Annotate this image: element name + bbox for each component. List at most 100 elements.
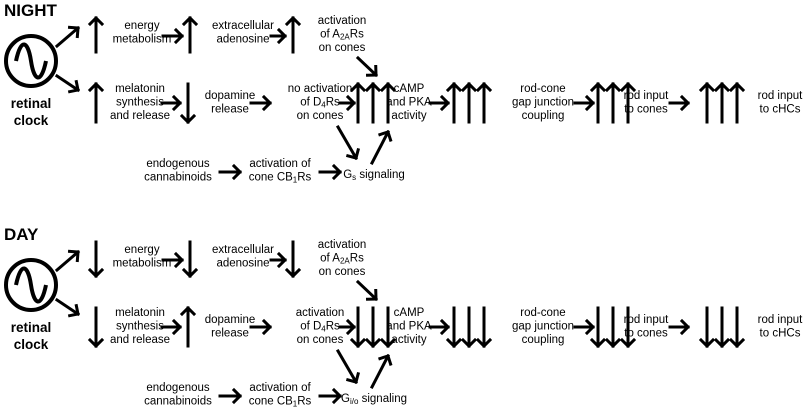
cb1-activation-label-line-1: activation of: [249, 382, 311, 394]
dopamine-release-label-line-2: release: [211, 104, 249, 116]
rod-cone-coupling-label-line-2: gap junction: [512, 321, 574, 333]
rod-chcs-change-arrows-2: [713, 81, 731, 124]
a2a-activation-label-line-2: of A2ARs: [320, 253, 364, 266]
camp-change-arrows: [349, 306, 397, 349]
energy-metabolism-label-line-1: energy: [124, 20, 159, 32]
a2a-change-arrow: [284, 15, 302, 54]
camp-change-arrows-1: [349, 306, 367, 349]
d4-to-camp-arrow: [338, 318, 357, 336]
camp-change-arrows-1: [349, 81, 367, 124]
night-clock-label-1: retinal: [11, 96, 52, 111]
a2a-activation-label-line-3: on cones: [319, 42, 366, 54]
a2a-change-arrow: [284, 240, 302, 279]
extracellular-adenosine-label-line-1: extracellular: [212, 244, 274, 256]
endogenous-cannabinoids-label-line-2: cannabinoids: [144, 172, 212, 184]
d4-to-g-arrow: [335, 348, 361, 385]
endogenous-cannabinoids-label-line-2: cannabinoids: [144, 396, 212, 408]
coupling-change-arrows: [445, 306, 493, 349]
rod-cones-change-arrows-1: [589, 306, 607, 349]
dopamine-to-d4-arrow: [249, 318, 273, 336]
rod-chcs-change-arrows-3: [728, 306, 746, 349]
night-title: NIGHT: [4, 1, 58, 20]
coupling-change-arrows-3: [475, 306, 493, 349]
endogenous-cannabinoids-label-line-1: endogenous: [146, 382, 210, 394]
energy-metabolism-label-line-1: energy: [124, 244, 159, 256]
energy-metabolism-label-line-2: metabolism: [113, 258, 172, 270]
camp-change-arrows-2: [364, 81, 382, 124]
cb1-activation-label-line-1: activation of: [249, 158, 311, 170]
rod-chcs-change-arrows: [698, 306, 746, 349]
rod-cones-change-arrows-2: [604, 81, 622, 124]
rod-cone-coupling-label-line-1: rod-cone: [520, 307, 565, 319]
adenosine-to-a2a-arrow: [269, 27, 288, 45]
clock-to-energy-arrow: [54, 25, 81, 49]
rod-cones-change-arrows: [589, 306, 637, 349]
camp-to-coupling-arrow: [428, 94, 451, 112]
camp-pka-label-line-1: cAMP: [394, 83, 425, 95]
rod-cone-coupling-label-line-1: rod-cone: [520, 83, 565, 95]
rod-input-cones-label-line-1: rod input: [624, 90, 670, 102]
rod-input-cones-label-line-2: to cones: [624, 328, 668, 340]
camp-pka-label-line-3: activity: [391, 334, 426, 346]
cb1-to-g-arrow: [318, 387, 343, 405]
camp-change-arrows: [349, 81, 397, 124]
energy-to-adenosine-arrow: [161, 251, 185, 269]
rod-input-chcs-label-line-1: rod input: [758, 314, 804, 326]
rod-cones-change-arrows-3: [619, 306, 637, 349]
a2a-activation-label-line-1: activation: [318, 15, 367, 27]
d4-activation-label-line-2: of D4Rs: [300, 321, 340, 334]
d4-to-camp-arrow: [338, 94, 357, 112]
coupling-to-rod-cones-arrow: [573, 318, 596, 336]
g-protein-signaling-label-line-1: Gi/o signaling: [341, 393, 407, 406]
rod-input-chcs-label-line-2: to cHCs: [760, 104, 801, 116]
melatonin-change-arrow: [87, 306, 105, 349]
coupling-change-arrows-1: [445, 306, 463, 349]
night-clock-label-2: clock: [14, 113, 49, 128]
melatonin-synthesis-label-line-3: and release: [110, 110, 170, 122]
cb1-to-g-arrow: [318, 163, 343, 181]
rod-cones-change-arrows-1: [589, 81, 607, 124]
dopamine-change-arrow: [179, 305, 197, 348]
clock-to-energy-arrow: [54, 249, 81, 273]
dopamine-to-d4-arrow: [249, 94, 273, 112]
cb1-activation-label-line-2: cone CB1Rs: [249, 396, 312, 409]
melatonin-to-dopamine-arrow: [160, 94, 183, 112]
camp-change-arrows-3: [379, 306, 397, 349]
d4-activation-label-line-1: no activation: [288, 83, 353, 95]
melatonin-synthesis-label-line-1: melatonin: [115, 83, 165, 95]
camp-pka-label-line-3: activity: [391, 110, 426, 122]
d4-activation-label-line-1: activation: [296, 307, 345, 319]
day-panel: DAYretinalclockenergymetabolismextracell…: [4, 225, 803, 409]
dopamine-release-label-line-1: dopamine: [205, 90, 256, 102]
a2a-to-camp-arrow: [355, 55, 379, 78]
melatonin-change-arrow: [87, 81, 105, 124]
melatonin-synthesis-label-line-3: and release: [110, 334, 170, 346]
extracellular-adenosine-label-line-2: adenosine: [216, 258, 269, 270]
cannabinoids-to-cb1-arrow: [218, 387, 243, 405]
day-clock-label-2: clock: [14, 337, 49, 352]
coupling-change-arrows: [445, 81, 493, 124]
a2a-to-camp-arrow: [355, 279, 379, 302]
day-clock-label-1: retinal: [11, 320, 52, 335]
cb1-activation-label-line-2: cone CB1Rs: [249, 172, 312, 185]
clock-to-melatonin-arrow: [54, 297, 81, 318]
d4-to-g-arrow: [335, 124, 361, 161]
energy-metabolism-label-line-2: metabolism: [113, 34, 172, 46]
energy-to-adenosine-arrow: [161, 27, 185, 45]
a2a-activation-label-line-2: of A2ARs: [320, 29, 364, 42]
rod-chcs-change-arrows-1: [698, 306, 716, 349]
adenosine-change-arrow: [181, 240, 199, 279]
melatonin-to-dopamine-arrow: [160, 318, 183, 336]
rod-cones-change-arrows-3: [619, 81, 637, 124]
adenosine-to-a2a-arrow: [269, 251, 288, 269]
a2a-activation-label-line-1: activation: [318, 239, 367, 251]
dopamine-release-label-line-1: dopamine: [205, 314, 256, 326]
rod-chcs-change-arrows-1: [698, 81, 716, 124]
d4-activation-label-line-3: on cones: [297, 110, 344, 122]
coupling-change-arrows-2: [460, 81, 478, 124]
camp-change-arrows-2: [364, 306, 382, 349]
rod-input-cones-label-line-2: to cones: [624, 104, 668, 116]
camp-to-coupling-arrow: [428, 318, 451, 336]
g-protein-signaling-label-line-1: Gs signaling: [343, 169, 405, 182]
